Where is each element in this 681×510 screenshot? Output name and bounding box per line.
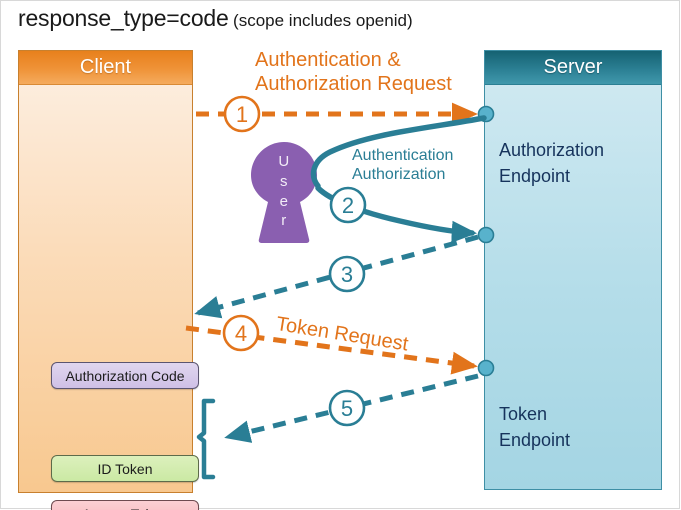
step-badge-5: 5 — [328, 389, 366, 427]
arrow-step-2-outbound — [315, 185, 478, 243]
server-header: Server — [485, 51, 661, 85]
user-label: U s e r — [247, 152, 321, 231]
arrow-step-5 — [224, 373, 479, 443]
token-group-brace — [196, 398, 216, 480]
step-badge-2: 2 — [329, 186, 367, 224]
chip-authorization-code: Authorization Code — [51, 362, 199, 389]
authorization-endpoint-label: Authorization Endpoint — [499, 140, 605, 187]
user-letter-3: e — [279, 192, 289, 210]
client-box: Client Authorization Code ID Token Acces… — [18, 50, 199, 510]
chip-id-token-label: ID Token — [97, 460, 153, 477]
step-badge-3-number: 3 — [341, 262, 353, 287]
user-keyhole-icon — [251, 142, 317, 243]
token-endpoint-label: Token Endpoint — [499, 404, 571, 451]
step-badge-4: 4 — [222, 314, 260, 352]
step-2-label: Authentication Authorization — [352, 147, 454, 183]
step-badge-3: 3 — [328, 255, 366, 293]
arrow-step-3 — [194, 234, 479, 319]
step-badge-5-number: 5 — [341, 396, 353, 421]
chip-authorization-code-label: Authorization Code — [65, 367, 185, 384]
server-box: Server Authorization Endpoint Token Endp… — [484, 50, 662, 490]
step-4-label: Token Request — [274, 313, 410, 356]
step-badge-1: 1 — [223, 95, 261, 133]
user-letter-4: r — [281, 212, 287, 230]
client-header: Client — [19, 51, 192, 85]
step-badge-2-number: 2 — [342, 193, 354, 218]
step-badge-4-number: 4 — [235, 321, 247, 346]
page-title-main: response_type=code — [18, 5, 229, 31]
user-letter-1: U — [278, 153, 290, 170]
page-title: response_type=code (scope includes openi… — [18, 5, 413, 32]
step-badge-1-number: 1 — [236, 102, 248, 127]
chip-id-token: ID Token — [51, 455, 199, 482]
page-title-sub: (scope includes openid) — [233, 11, 413, 30]
chip-access-token-label: Access Token — [82, 506, 168, 510]
chip-access-token: Access Token — [51, 500, 199, 510]
step-1-label: Authentication & Authorization Request — [255, 49, 452, 95]
user-letter-2: s — [280, 172, 288, 190]
